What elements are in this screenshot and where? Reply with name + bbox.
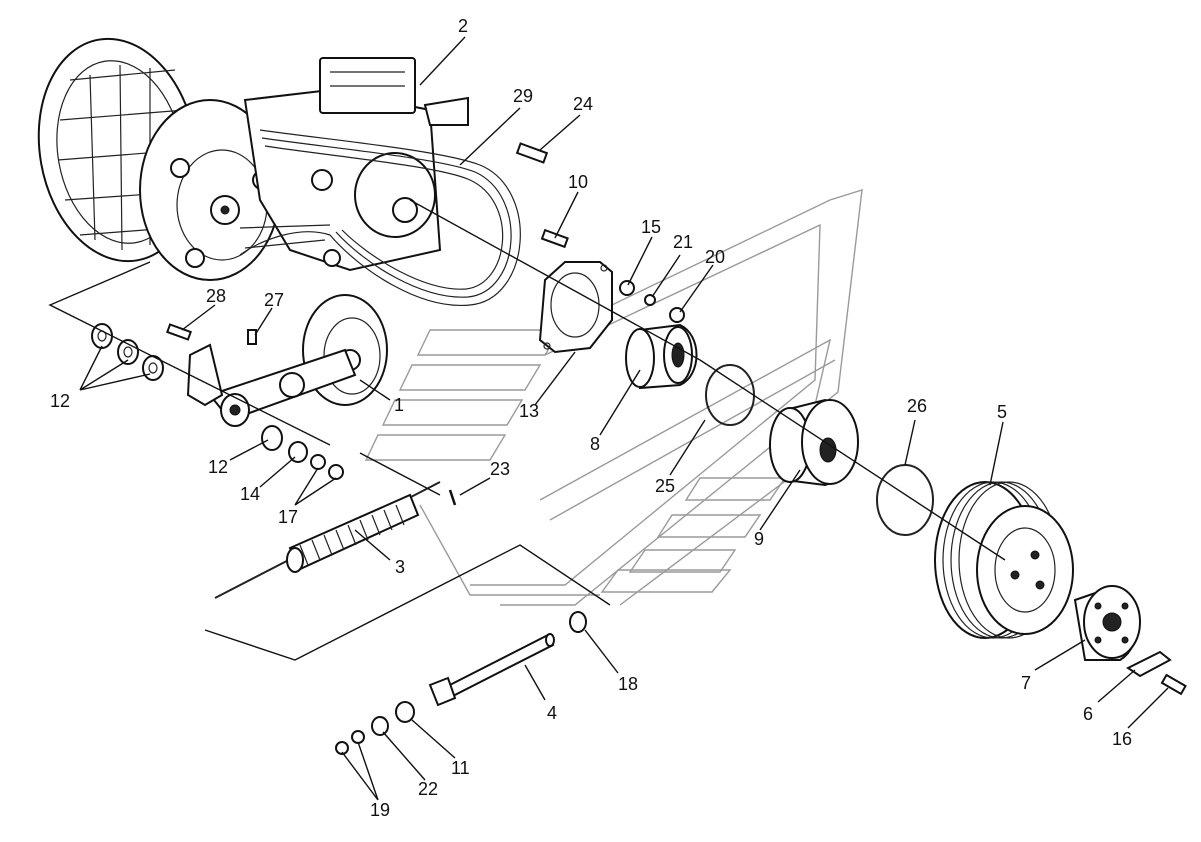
leader-lines xyxy=(79,36,1169,801)
washer-part-15 xyxy=(619,280,635,296)
callout-5: 5 xyxy=(997,402,1007,422)
lock-plate-part-6 xyxy=(1126,650,1172,678)
nipple-part-27 xyxy=(247,329,257,345)
callout-28: 28 xyxy=(206,286,226,306)
bolt-part-16 xyxy=(1160,673,1187,696)
callout-10: 10 xyxy=(568,172,588,192)
washer-part-21 xyxy=(644,294,656,306)
callout-29: 29 xyxy=(513,86,533,106)
washers-part-12-upper xyxy=(91,323,164,381)
key-part-24 xyxy=(515,142,549,164)
callout-2: 2 xyxy=(458,16,468,36)
callout-6: 6 xyxy=(1083,704,1093,724)
callout-3: 3 xyxy=(395,557,405,577)
callout-11: 11 xyxy=(451,758,470,778)
callout-20: 20 xyxy=(705,247,725,267)
washer-part-11 xyxy=(395,701,415,723)
callout-4: 4 xyxy=(547,703,557,723)
spacer-part-9 xyxy=(769,398,859,487)
callout-1: 1 xyxy=(394,395,404,415)
pin-part-10 xyxy=(540,228,569,249)
nut-part-17a xyxy=(310,454,326,470)
callout-12-lower: 12 xyxy=(208,457,228,477)
assembly-lines xyxy=(48,199,1006,661)
callout-24: 24 xyxy=(573,94,593,114)
pin-part-28 xyxy=(166,323,192,341)
callout-22: 22 xyxy=(418,779,438,799)
callout-12-upper: 12 xyxy=(50,391,70,411)
nut-part-19b xyxy=(335,741,349,755)
pin-part-23 xyxy=(448,489,457,506)
callout-25: 25 xyxy=(655,476,675,496)
callout-27: 27 xyxy=(264,290,284,310)
washer-part-22 xyxy=(371,716,389,736)
washer-part-18 xyxy=(569,611,587,633)
callout-18: 18 xyxy=(618,674,638,694)
callout-14: 14 xyxy=(240,484,260,504)
bearing-part-8 xyxy=(625,323,698,390)
callout-16: 16 xyxy=(1112,729,1132,749)
callout-13: 13 xyxy=(519,401,539,421)
tensioner-part-1 xyxy=(186,294,388,427)
shaft-part-4 xyxy=(428,633,555,707)
callout-19: 19 xyxy=(370,800,390,820)
retaining-ring-part-26 xyxy=(876,464,934,536)
drive-belt xyxy=(239,129,521,306)
callout-15: 15 xyxy=(641,217,661,237)
transmission-housing xyxy=(37,37,469,281)
callout-26: 26 xyxy=(907,396,927,416)
washer-part-14 xyxy=(288,441,308,463)
spring-part-3 xyxy=(214,481,441,599)
callout-8: 8 xyxy=(590,434,600,454)
callout-23: 23 xyxy=(490,459,510,479)
washer-part-12-lower xyxy=(261,425,283,451)
callout-7: 7 xyxy=(1021,673,1031,693)
callout-labels: 2 29 24 10 15 21 20 28 27 12 1 13 8 12 2… xyxy=(50,16,1132,820)
nut-part-17b xyxy=(328,464,344,480)
hub-part-7 xyxy=(1073,585,1141,661)
callout-21: 21 xyxy=(673,232,693,252)
nut-part-19a xyxy=(351,730,365,744)
watermark-logo xyxy=(364,189,863,606)
pulley-part-5 xyxy=(934,481,1074,639)
callout-17: 17 xyxy=(278,507,298,527)
callout-9: 9 xyxy=(754,529,764,549)
